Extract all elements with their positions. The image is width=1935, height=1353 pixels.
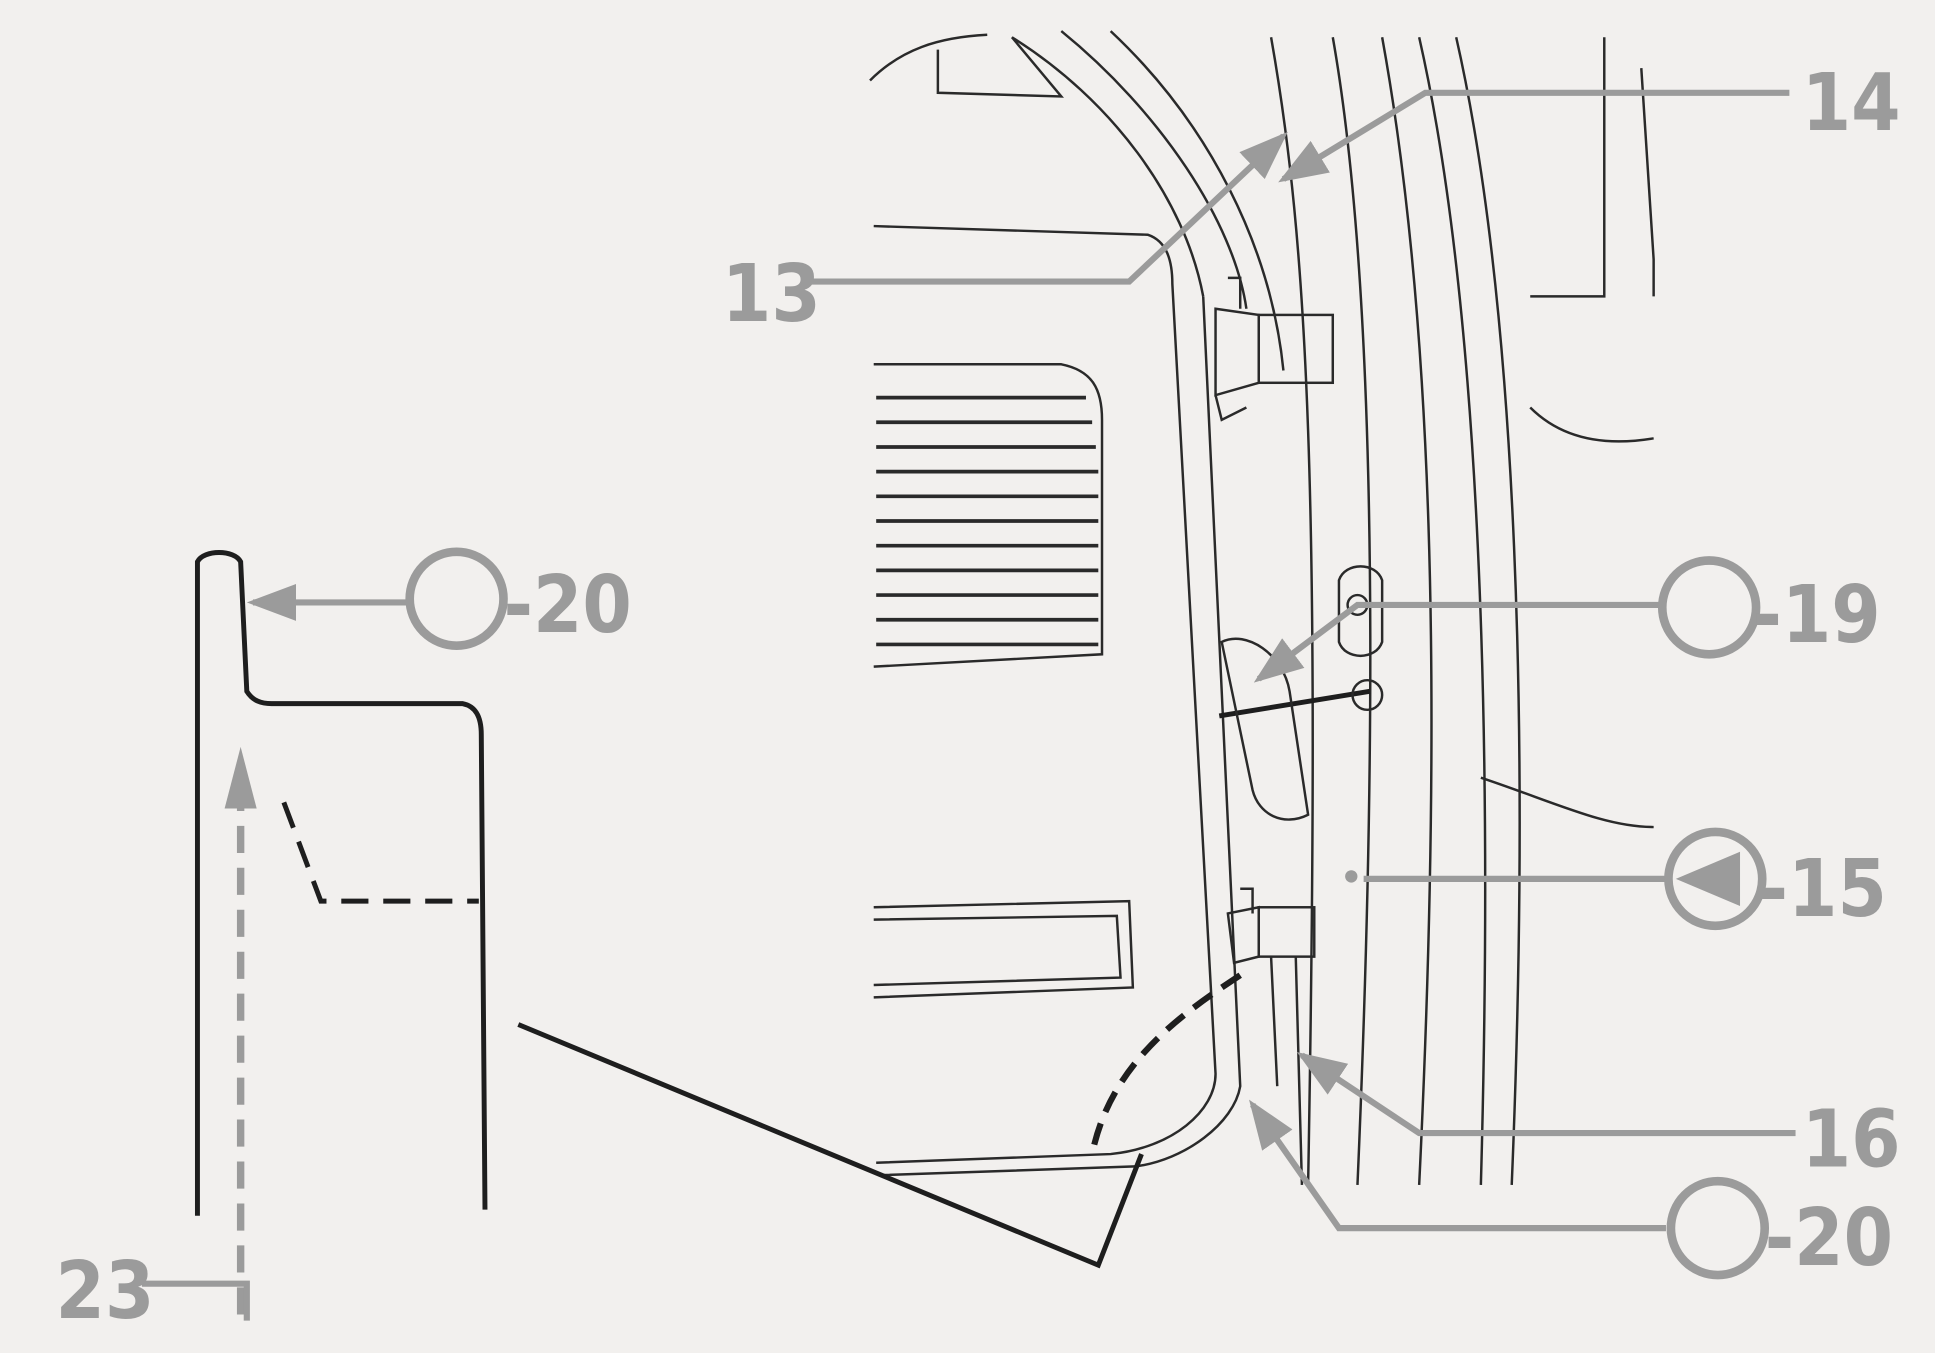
callout-label: -15: [1759, 843, 1887, 935]
callout-13: 13: [722, 131, 1288, 340]
callout-20-right: -20: [1249, 1099, 1893, 1284]
circle-symbol-icon: [1657, 556, 1761, 659]
grille-lines: [876, 395, 1099, 647]
weld-point-marker: [1345, 870, 1358, 883]
callout-14: 14: [1278, 57, 1901, 183]
callout-23: 23: [56, 1245, 250, 1337]
callout-label: 13: [722, 248, 821, 340]
cross-section-detail: [194, 550, 488, 1315]
callout-label: -20: [1765, 1192, 1893, 1284]
callout-label: -20: [503, 559, 631, 651]
circle-triangle-symbol-icon: [1664, 827, 1767, 931]
callout-label: 14: [1802, 57, 1901, 149]
circle-symbol-icon: [405, 547, 508, 650]
callout-15: -15: [1363, 827, 1887, 935]
callout-label: 23: [56, 1245, 155, 1337]
callout-label: 16: [1802, 1093, 1901, 1185]
circle-symbol-icon: [1666, 1176, 1770, 1280]
vehicle-body-linework: [517, 30, 1655, 1269]
callout-19: -19: [1253, 556, 1881, 683]
callout-16: 16: [1296, 1051, 1901, 1185]
callout-20-left: -20: [246, 547, 632, 651]
callout-label: -19: [1752, 569, 1880, 661]
